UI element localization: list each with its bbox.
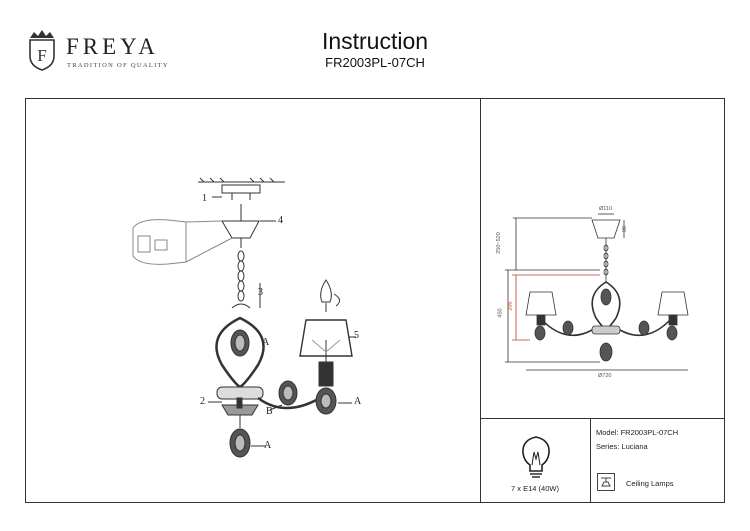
bulb-spec: 7 x E14 (40W) — [511, 484, 559, 493]
canopy-height-label: 80 — [620, 225, 627, 233]
wiring-detail-icon — [132, 219, 233, 265]
ceiling-lamp-icon — [597, 473, 615, 491]
canopy-icon — [221, 204, 276, 248]
arm-icon — [257, 380, 352, 415]
page-title: Instruction — [321, 28, 429, 54]
ceiling-icon — [198, 177, 285, 183]
step-5-marker: 5 — [354, 330, 359, 341]
part-a-marker-arm: A — [354, 396, 362, 407]
series-spec: Series: Luciana — [596, 442, 648, 451]
mounting-bracket-icon — [212, 184, 261, 200]
model-code: FR2003PL-07CH — [325, 55, 425, 70]
frame-divider-horizontal — [480, 418, 725, 419]
brand-tagline: TRADITION OF QUALITY — [67, 62, 169, 69]
crest-icon: F — [29, 30, 55, 71]
shade-height-label: 205 — [507, 301, 514, 311]
lamp-type-spec: Ceiling Lamps — [626, 479, 674, 488]
chain-icon — [231, 250, 261, 309]
dimension-drawing — [505, 213, 689, 371]
step-3-marker: 3 — [258, 287, 263, 298]
frame-loop-icon — [215, 316, 265, 389]
lightbulb-icon — [522, 436, 550, 478]
candle-bulb-icon — [320, 279, 340, 312]
hub-icon — [208, 386, 264, 416]
lamp-shade-icon — [299, 319, 356, 387]
part-a-marker-pendant: A — [264, 440, 272, 451]
chain-range-label: 250~520 — [495, 232, 502, 254]
canopy-width-label: Ø110 — [599, 206, 613, 212]
overall-width-label: Ø720 — [598, 373, 612, 379]
frame-divider-vertical — [480, 98, 481, 503]
svg-text:F: F — [37, 46, 46, 65]
bottom-pendant-icon — [229, 415, 266, 458]
part-b-marker: B — [266, 406, 273, 417]
step-4-marker: 4 — [278, 215, 283, 226]
step-2-marker: 2 — [200, 396, 205, 407]
brand-name: FREYA — [66, 34, 159, 59]
main-frame — [25, 98, 725, 503]
brand-logo: F FREYA TRADITION OF QUALITY — [22, 26, 192, 74]
shade-height-dimension — [512, 274, 600, 341]
model-spec: Model: FR2003PL-07CH — [596, 428, 679, 437]
total-height-label: 450 — [497, 308, 504, 318]
part-a-marker-loop: A — [262, 337, 270, 348]
step-1-marker: 1 — [202, 193, 207, 204]
spec-divider — [590, 418, 591, 503]
